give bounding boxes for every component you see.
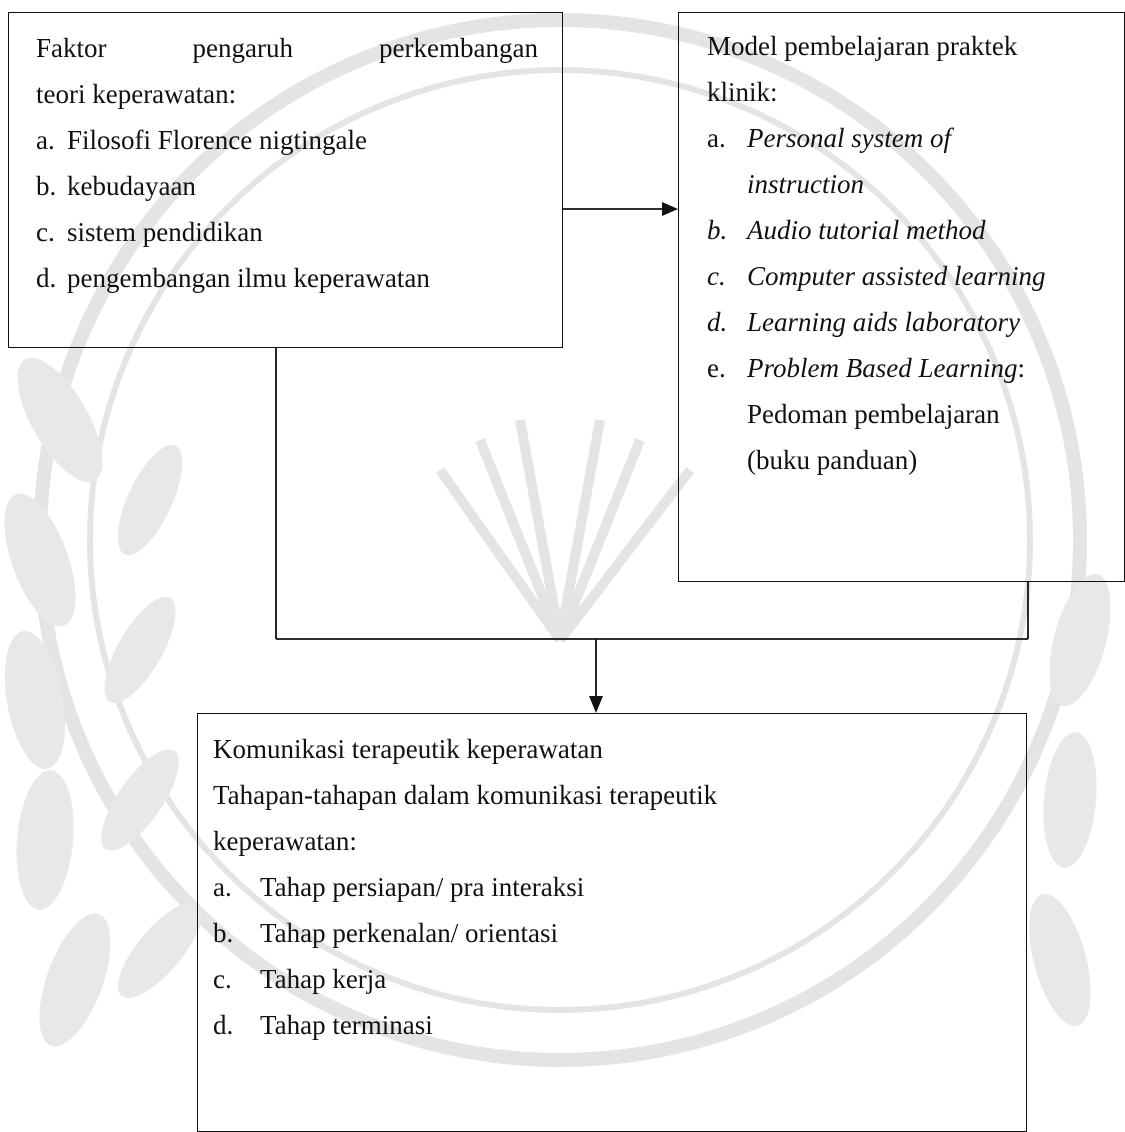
watermark-star-rays: [435, 419, 694, 644]
watermark-inner-ring: [87, 67, 1033, 1013]
communication-box: Komunikasi terapeutik keperawatan Tahapa…: [197, 713, 1027, 1132]
factors-title-line1: Faktor pengaruh perkembangan: [36, 33, 538, 63]
factors-item-marker: c.: [36, 217, 55, 247]
models-item-suffix: :: [1017, 353, 1025, 383]
models-item-marker: c.: [707, 261, 726, 291]
models-item-text: Audio tutorial method: [747, 215, 986, 245]
models-item-e-continuation-2: (buku panduan): [747, 445, 918, 475]
arrowhead-down: [589, 696, 603, 713]
models-item-text: Personal system of: [747, 123, 951, 153]
factors-title-line2: teori keperawatan:: [36, 79, 237, 109]
communication-item-marker: b.: [213, 918, 234, 948]
models-title-line1: Model pembelajaran praktek: [707, 31, 1018, 61]
communication-item-d: d. Tahap terminasi: [213, 1002, 1016, 1048]
watermark-right-wreath: [1029, 573, 1111, 1027]
models-item-e-continuation-1: Pedoman pembelajaran: [747, 399, 1000, 429]
models-item-a-continuation: instruction: [747, 169, 865, 199]
watermark-left-wreath: [4, 357, 203, 1047]
communication-item-marker: d.: [213, 1010, 234, 1040]
factors-item-a: a. Filosofi Florence nigtingale: [36, 117, 538, 163]
communication-item-c: c. Tahap kerja: [213, 956, 1016, 1002]
models-item-d: d. Learning aids laboratory: [707, 299, 1114, 345]
models-item-a: a. Personal system of: [707, 115, 1114, 161]
communication-item-a: a. Tahap persiapan/ pra interaksi: [213, 864, 1016, 910]
factors-item-text: Filosofi Florence nigtingale: [67, 125, 367, 155]
communication-item-text: Tahap terminasi: [260, 1010, 433, 1040]
models-item-c: c. Computer assisted learning: [707, 253, 1114, 299]
factors-item-marker: b.: [36, 171, 57, 201]
models-title-line2: klinik:: [707, 77, 778, 107]
communication-item-text: Tahap kerja: [260, 964, 387, 994]
models-item-text: Computer assisted learning: [747, 261, 1046, 291]
factors-item-marker: a.: [36, 125, 55, 155]
communication-item-text: Tahap persiapan/ pra interaksi: [260, 872, 585, 902]
factors-item-text: kebudayaan: [67, 171, 196, 201]
factors-item-text: pengembangan ilmu keperawatan: [67, 263, 430, 293]
models-item-marker: b.: [707, 215, 728, 245]
models-item-text-wrap: Problem Based Learning:: [747, 345, 1114, 391]
communication-item-marker: c.: [213, 964, 232, 994]
communication-title: Komunikasi terapeutik keperawatan: [213, 734, 603, 764]
models-item-text: Problem Based Learning: [747, 353, 1018, 383]
arrowhead-right: [662, 202, 678, 216]
factors-item-b: b. kebudayaan: [36, 163, 538, 209]
communication-item-b: b. Tahap perkenalan/ orientasi: [213, 910, 1016, 956]
factors-item-c: c. sistem pendidikan: [36, 209, 538, 255]
models-item-marker: d.: [707, 307, 728, 337]
factors-box: Faktor pengaruh perkembangan teori keper…: [8, 12, 563, 348]
factors-item-marker: d.: [36, 263, 57, 293]
factors-item-text: sistem pendidikan: [67, 217, 263, 247]
models-item-text: Learning aids laboratory: [747, 307, 1021, 337]
models-item-marker: a.: [707, 123, 726, 153]
models-item-b: b. Audio tutorial method: [707, 207, 1114, 253]
communication-item-marker: a.: [213, 872, 232, 902]
communication-subtitle-cont: keperawatan:: [213, 826, 357, 856]
models-item-marker: e.: [707, 353, 726, 383]
models-box: Model pembelajaran praktek klinik: a. Pe…: [678, 12, 1125, 582]
communication-subtitle: Tahapan-tahapan dalam komunikasi terapeu…: [213, 780, 718, 810]
models-item-e: e. Problem Based Learning:: [707, 345, 1114, 391]
factors-item-d: d. pengembangan ilmu keperawatan: [36, 255, 538, 301]
communication-item-text: Tahap perkenalan/ orientasi: [260, 918, 558, 948]
